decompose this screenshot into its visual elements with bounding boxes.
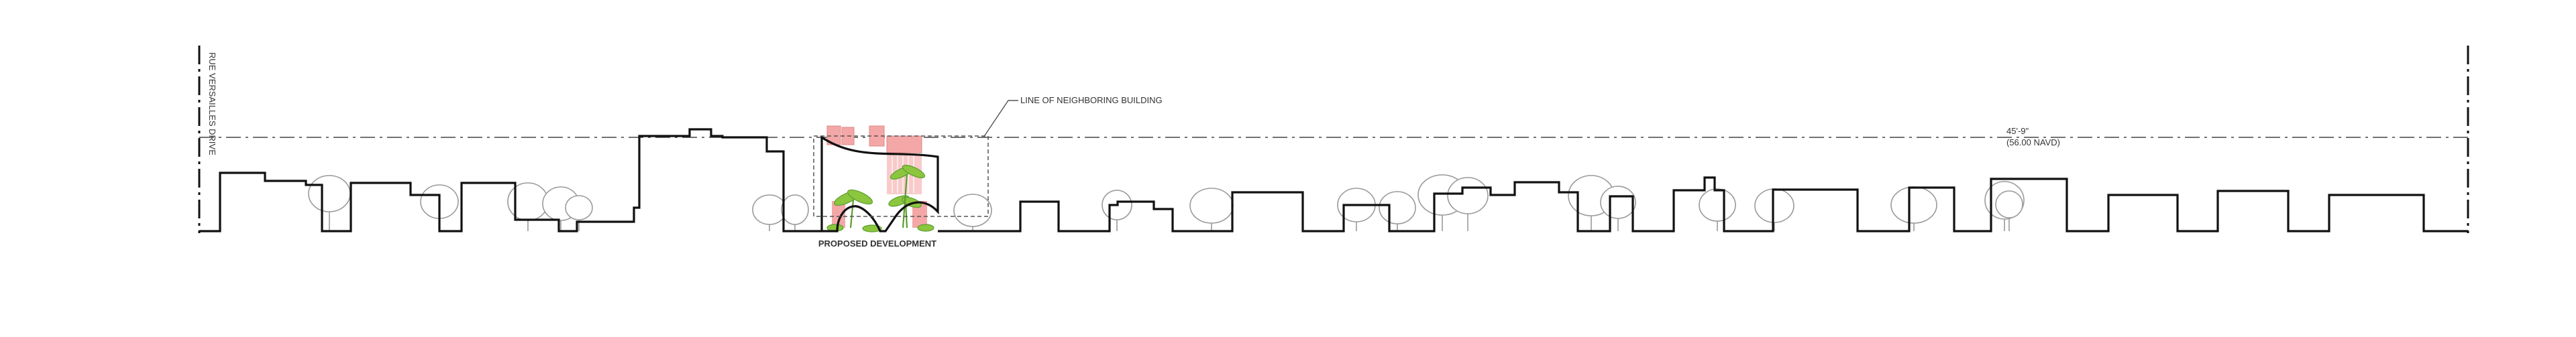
tree-icon [953, 194, 992, 231]
tree-icon [1379, 191, 1416, 231]
neighbor-line-leader [983, 100, 1018, 138]
height-navd-label: (56.00 NAVD) [2006, 137, 2060, 147]
tree-icon [1447, 177, 1489, 231]
tree-icon [781, 194, 809, 231]
skyline-silhouette [199, 128, 822, 232]
proposed-development-label: PROPOSED DEVELOPMENT [818, 239, 936, 249]
tree-icon [507, 182, 549, 231]
neighbor-building-label: LINE OF NEIGHBORING BUILDING [1020, 95, 1163, 105]
tree-icon [1189, 188, 1234, 231]
street-name-label: RUE VERSAILLES DRIVE [207, 52, 217, 155]
tree-icon [565, 195, 593, 231]
tree-icon [1699, 188, 1736, 231]
tree-icon [1995, 190, 2023, 231]
proposed-development-graphic [813, 125, 989, 232]
height-label: 45'-9" [2006, 126, 2029, 136]
tree-icon [752, 194, 787, 231]
skyline-silhouette-east [938, 176, 2468, 232]
tree-icon [1754, 188, 1794, 231]
tree-icon [1890, 186, 1937, 231]
street-trees [308, 174, 2025, 231]
tree-icon [1102, 190, 1132, 231]
tree-icon [1600, 186, 1636, 231]
